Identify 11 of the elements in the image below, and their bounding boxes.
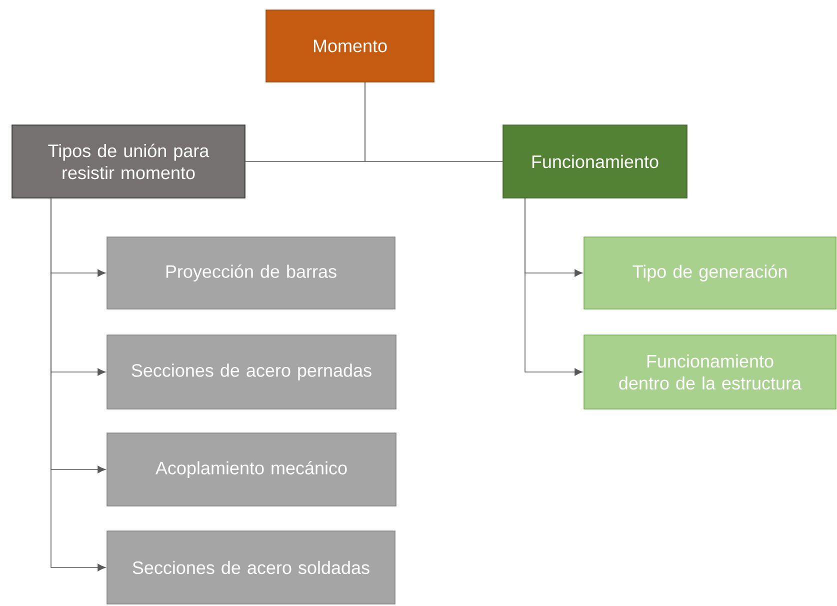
leaf-box: Tipo de generación [584,236,836,310]
root-box: Momento [266,10,434,82]
leaf-box: Proyección de barras [106,236,396,310]
leaf-box: Secciones de acero pernadas [106,334,396,410]
arrow [524,198,583,376]
leaf-box: Acoplamiento mecánico [106,432,396,506]
leaf-box: Funcionamiento dentro de la estructura [584,334,836,410]
category-box: Funcionamiento [502,124,688,198]
category-box: Tipos de unión para resistir momento [12,124,246,198]
leaf-box: Secciones de acero soldadas [106,530,396,604]
connector-line [364,82,503,162]
